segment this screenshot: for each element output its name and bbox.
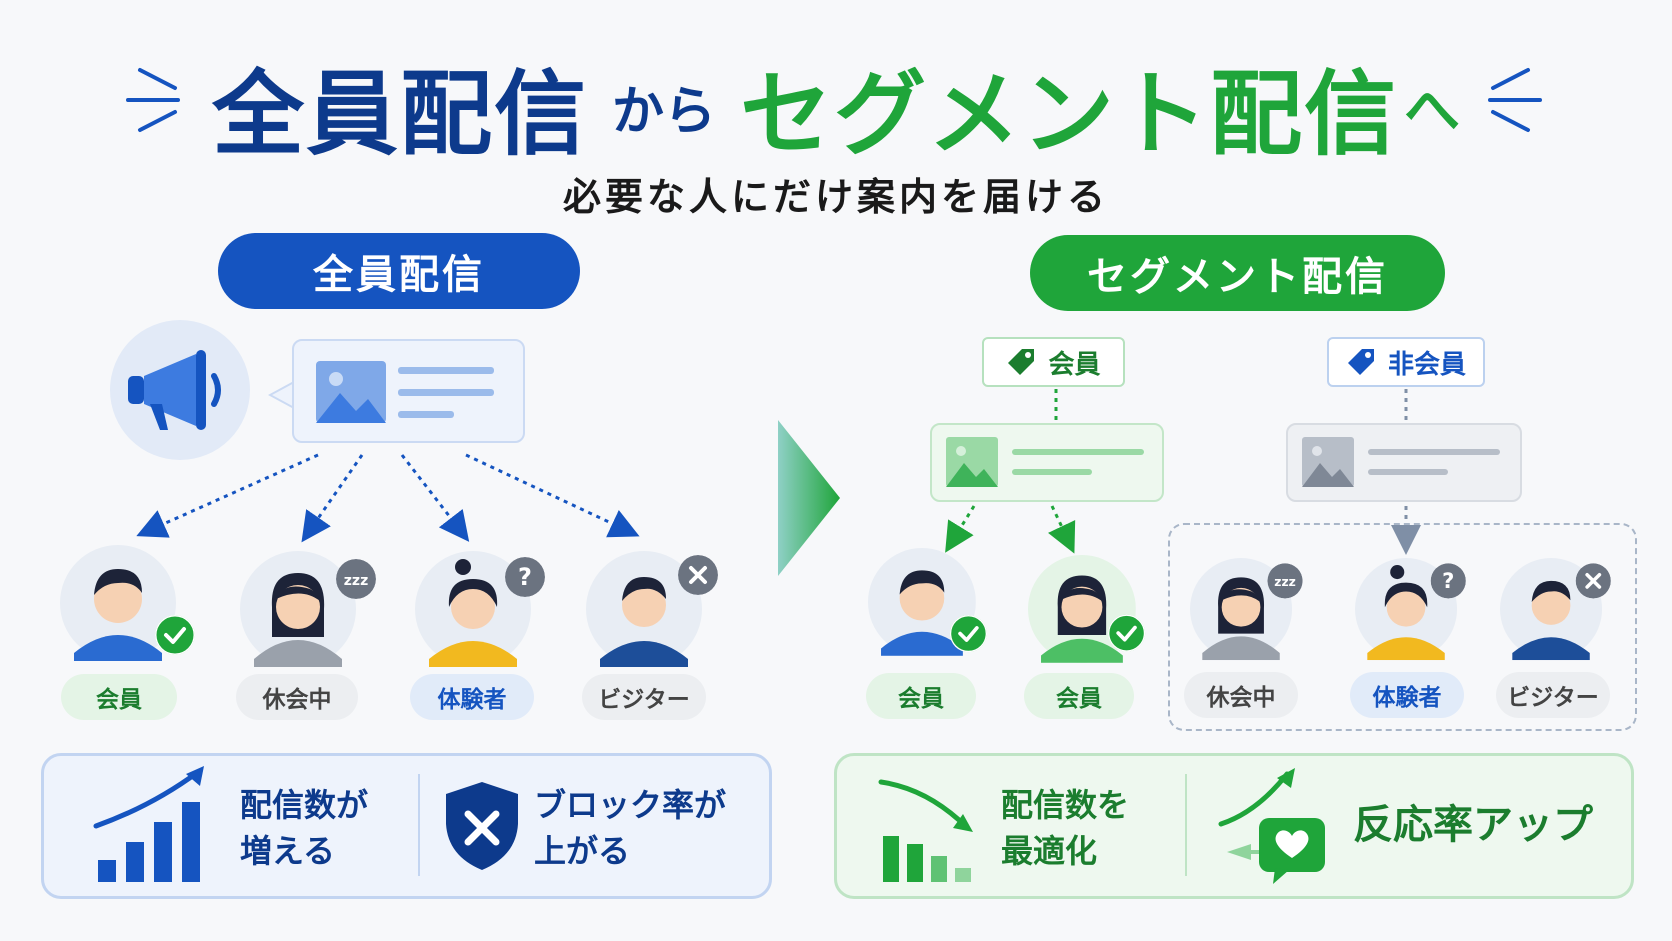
check-icon — [1107, 614, 1146, 652]
subtitle: 必要な人にだけ案内を届ける — [562, 175, 1109, 219]
svg-text:zzz: zzz — [1274, 575, 1296, 589]
label-trial: 体験者 — [1350, 672, 1464, 718]
tag-member: 会員 — [982, 337, 1125, 387]
person-visitor — [1500, 558, 1611, 661]
person-member — [60, 545, 195, 661]
right-people: 会員 会員 zzz 休会中 ? — [866, 548, 1611, 719]
check-icon — [949, 614, 988, 653]
svg-text:?: ? — [518, 563, 532, 591]
right-result-1: 配信数を 最適化 — [1001, 786, 1130, 870]
title-all: 全員配信 — [211, 61, 588, 168]
svg-text:zzz: zzz — [344, 573, 368, 589]
person-inactive: zzz — [1190, 558, 1303, 661]
divider — [1185, 774, 1187, 876]
heart-chat-icon — [1218, 768, 1325, 884]
label-member: 会員 — [61, 674, 177, 720]
label-visitor: ビジター — [1496, 672, 1610, 718]
tag-icon — [1008, 349, 1035, 375]
left-result-2: ブロック率が 上がる — [534, 786, 727, 870]
sleep-icon: zzz — [336, 559, 376, 599]
right-result-2: 反応率アップ — [1353, 802, 1593, 848]
megaphone-icon — [110, 320, 250, 460]
cross-icon — [678, 555, 718, 595]
avatar — [415, 551, 531, 667]
title-to: へ — [1404, 79, 1461, 144]
tag-member-label: 会員 — [1048, 349, 1101, 380]
text-lines — [1012, 449, 1144, 475]
left-header: 全員配信 — [218, 233, 580, 309]
avatar — [868, 548, 976, 656]
label-member: 会員 — [866, 673, 976, 719]
message-card-gray — [1286, 423, 1522, 502]
nonmember-group — [1168, 523, 1637, 731]
avatar — [586, 551, 702, 667]
triangle-arrow-icon — [778, 420, 840, 576]
message-card-blue — [292, 339, 525, 443]
avatar — [1190, 558, 1293, 661]
left-accent-lines — [126, 68, 180, 132]
title-segment: セグメント配信 — [740, 61, 1399, 168]
left-distribution-arrows — [136, 453, 640, 543]
label-member: 会員 — [1024, 673, 1134, 719]
person-trial: ? — [415, 551, 545, 667]
tag-nonmember: 非会員 — [1327, 337, 1485, 387]
label-inactive: 休会中 — [236, 674, 358, 720]
left-people: 会員 zzz 休会中 ? 体験者 ビジター — [0, 0, 780, 740]
left-results-box: 配信数が 増える ブロック率が 上がる — [41, 753, 772, 899]
image-icon — [316, 361, 386, 423]
main-title: 全員配信からセグメント配信へ — [0, 40, 1672, 168]
right-accent-lines — [1488, 68, 1542, 132]
question-icon: ? — [1430, 563, 1466, 599]
tag-icon — [1347, 349, 1374, 375]
right-results-box: 配信数を 最適化 反応率アップ — [834, 753, 1634, 899]
person-visitor — [586, 551, 718, 667]
right-header: セグメント配信 — [1030, 235, 1445, 311]
cross-icon — [1575, 563, 1611, 599]
avatar — [60, 545, 176, 661]
person-member — [868, 548, 988, 656]
question-icon: ? — [505, 557, 545, 597]
title-from: から — [611, 82, 716, 142]
image-icon — [946, 437, 998, 487]
svg-text:?: ? — [1442, 568, 1454, 593]
image-icon — [1302, 437, 1354, 487]
label-visitor: ビジター — [582, 674, 706, 720]
text-lines — [1368, 449, 1500, 475]
message-card-green — [930, 423, 1164, 502]
avatar — [240, 551, 356, 667]
chart-up-icon — [93, 766, 204, 882]
chart-down-icon — [878, 779, 973, 882]
person-trial: ? — [1355, 558, 1466, 661]
tag-nonmember-label: 非会員 — [1387, 349, 1466, 380]
person-member — [1028, 555, 1146, 663]
text-lines — [398, 367, 494, 418]
label-trial: 体験者 — [410, 674, 534, 720]
left-result-1: 配信数が 増える — [240, 786, 369, 870]
shield-x-icon — [446, 782, 518, 870]
right-connectors — [945, 389, 1421, 555]
divider — [418, 774, 420, 876]
check-icon — [155, 615, 195, 655]
label-inactive: 休会中 — [1184, 672, 1298, 718]
person-inactive: zzz — [240, 551, 376, 667]
sleep-icon: zzz — [1267, 563, 1303, 599]
